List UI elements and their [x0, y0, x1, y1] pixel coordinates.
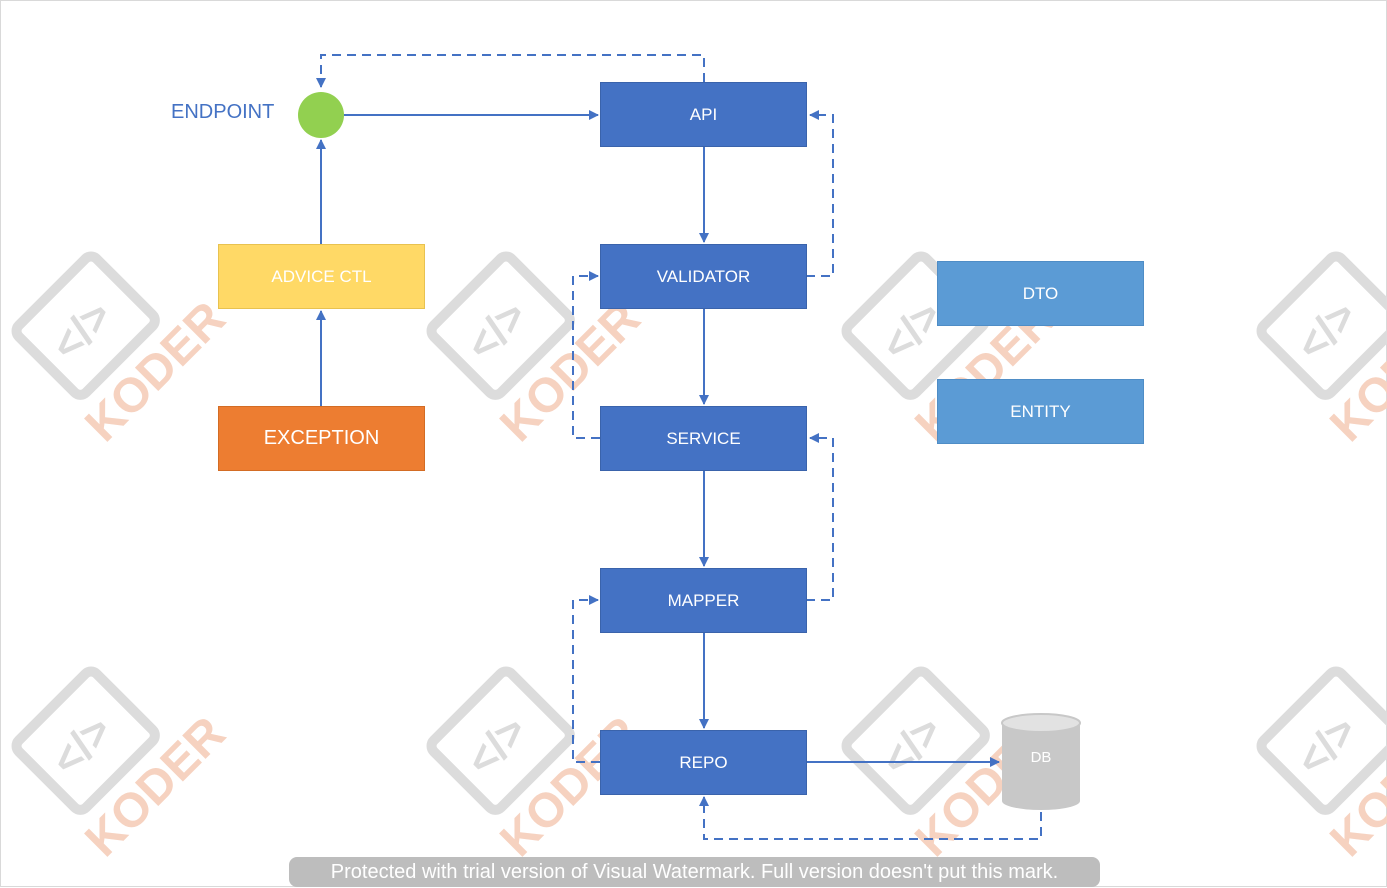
watermark-notice: Protected with trial version of Visual W… [289, 857, 1100, 887]
entity-box: ENTITY [937, 379, 1144, 444]
dto-box: DTO [937, 261, 1144, 326]
repo-box: REPO [600, 730, 807, 795]
dashed-validator-to-api [806, 110, 834, 277]
dashed-mapper-to-service [806, 433, 834, 601]
validator-box: VALIDATOR [600, 244, 807, 309]
db-label: DB [1030, 749, 1052, 766]
advice-ctl-box: ADVICE CTL [218, 244, 425, 309]
dashed-service-to-validator [572, 271, 600, 439]
mapper-box: MAPPER [600, 568, 807, 633]
endpoint-label: ENDPOINT [171, 101, 275, 123]
exception-box: EXCEPTION [218, 406, 425, 471]
db-cylinder [1001, 713, 1081, 810]
endpoint-node [298, 92, 344, 138]
dashed-api-to-endpoint [316, 54, 705, 88]
api-box: API [600, 82, 807, 147]
dashed-repo-to-mapper [572, 595, 600, 763]
dashed-db-to-repo [699, 796, 1042, 840]
service-box: SERVICE [600, 406, 807, 471]
